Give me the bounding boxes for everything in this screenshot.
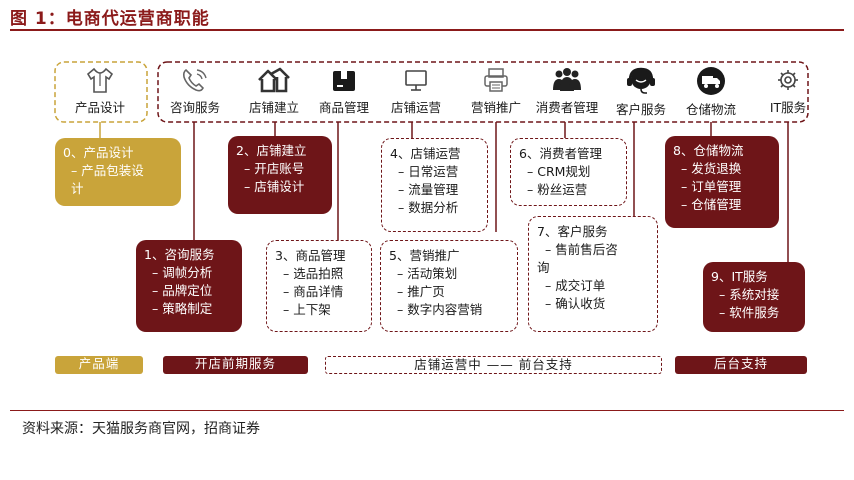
box-title: 1、咨询服务 bbox=[144, 247, 215, 262]
top-item-marketing: 营销推广 bbox=[453, 66, 539, 118]
top-item-label: 营销推广 bbox=[470, 100, 521, 115]
box-item: – 店铺设计 bbox=[244, 179, 305, 194]
box-item: – 软件服务 bbox=[719, 305, 780, 320]
box-store-setup: 2、店铺建立 – 开店账号 – 店铺设计 bbox=[228, 136, 332, 214]
top-item-label: 商品管理 bbox=[318, 100, 369, 115]
box-item: – 售前售后咨 bbox=[545, 242, 618, 257]
box-title: 5、营销推广 bbox=[389, 248, 460, 263]
band-product-side: 产品端 bbox=[55, 356, 143, 374]
tshirt-icon bbox=[86, 67, 114, 93]
box-item: – 开店账号 bbox=[244, 161, 305, 176]
top-item-consulting: 咨询服务 bbox=[152, 66, 238, 118]
top-item-label: 店铺建立 bbox=[248, 100, 299, 115]
box-item: – 商品详情 bbox=[283, 284, 344, 299]
box-item: 询 bbox=[537, 260, 550, 275]
top-item-label: 产品设计 bbox=[74, 100, 125, 115]
headset-icon bbox=[627, 67, 655, 94]
top-item-store-setup: 店铺建立 bbox=[231, 66, 317, 118]
house-icon bbox=[258, 67, 290, 93]
box-item: – 上下架 bbox=[283, 302, 331, 317]
box-title: 7、客户服务 bbox=[537, 224, 608, 239]
source-note: 资料来源：天猫服务商官网，招商证券 bbox=[22, 421, 260, 437]
box-title: 9、IT服务 bbox=[711, 269, 768, 284]
box-title: 4、店铺运营 bbox=[390, 146, 461, 161]
monitor-icon bbox=[405, 70, 427, 91]
box-warehouse-logistics: 8、仓储物流 – 发货退换 – 订单管理 – 仓储管理 bbox=[665, 136, 779, 228]
top-item-label: 消费者管理 bbox=[535, 100, 599, 115]
top-item-label: 咨询服务 bbox=[169, 100, 220, 115]
bottom-rule bbox=[10, 410, 844, 411]
box-item: – 发货退换 bbox=[681, 161, 742, 176]
top-item-product-design: 产品设计 bbox=[57, 66, 143, 118]
printer-icon bbox=[484, 68, 508, 92]
top-rule bbox=[10, 29, 844, 31]
band-front-support: 店铺运营中 —— 前台支持 bbox=[325, 356, 662, 374]
box-item: – 流量管理 bbox=[398, 182, 459, 197]
box-item: – 活动策划 bbox=[397, 266, 458, 281]
gear-icon bbox=[778, 70, 798, 90]
box-title: 0、产品设计 bbox=[63, 145, 134, 160]
truck-icon bbox=[697, 67, 725, 95]
box-item: – 仓储管理 bbox=[681, 197, 742, 212]
box-title: 2、店铺建立 bbox=[236, 143, 307, 158]
box-item: – 品牌定位 bbox=[152, 283, 213, 298]
people-icon bbox=[553, 68, 581, 91]
box-item: – 成交订单 bbox=[545, 278, 606, 293]
box-title: 6、消费者管理 bbox=[519, 146, 602, 161]
top-item-goods-management: 商品管理 bbox=[301, 66, 387, 118]
box-marketing: 5、营销推广 – 活动策划 – 推广页 – 数字内容营销 bbox=[380, 240, 518, 332]
box-item: – 调帧分析 bbox=[152, 265, 213, 280]
top-item-customer-service: 客户服务 bbox=[598, 66, 684, 118]
box-item: – 选品拍照 bbox=[283, 266, 344, 281]
box-consulting: 1、咨询服务 – 调帧分析 – 品牌定位 – 策略制定 bbox=[136, 240, 242, 332]
top-item-label: 店铺运营 bbox=[390, 100, 441, 115]
top-item-it-service: IT服务 bbox=[745, 66, 831, 118]
box-item: – 系统对接 bbox=[719, 287, 780, 302]
box-item: – 策略制定 bbox=[152, 301, 213, 316]
box-item: 计 bbox=[71, 181, 84, 196]
top-item-label: 仓储物流 bbox=[685, 102, 736, 117]
box-title: 8、仓储物流 bbox=[673, 143, 744, 158]
top-item-store-operation: 店铺运营 bbox=[373, 66, 459, 118]
box-it-service: 9、IT服务 – 系统对接 – 软件服务 bbox=[703, 262, 805, 332]
band-pre-open-services: 开店前期服务 bbox=[163, 356, 308, 374]
box-icon bbox=[333, 71, 355, 91]
top-item-label: IT服务 bbox=[769, 100, 807, 115]
top-item-label: 客户服务 bbox=[615, 102, 666, 117]
box-item: – 推广页 bbox=[397, 284, 445, 299]
phone-icon bbox=[182, 68, 207, 92]
box-item: – CRM规划 bbox=[527, 164, 591, 179]
box-customer-service: 7、客户服务 – 售前售后咨 询 – 成交订单 – 确认收货 bbox=[528, 216, 658, 332]
box-item: – 日常运营 bbox=[398, 164, 459, 179]
box-item: – 数字内容营销 bbox=[397, 302, 483, 317]
top-item-consumer-management: 消费者管理 bbox=[524, 66, 610, 118]
box-item: – 确认收货 bbox=[545, 296, 606, 311]
services-icon-frame bbox=[157, 61, 809, 123]
box-store-operation: 4、店铺运营 – 日常运营 – 流量管理 – 数据分析 bbox=[381, 138, 488, 232]
band-back-support: 后台支持 bbox=[675, 356, 807, 374]
box-item: – 订单管理 bbox=[681, 179, 742, 194]
top-item-warehouse-logistics: 仓储物流 bbox=[668, 66, 754, 118]
box-goods-management: 3、商品管理 – 选品拍照 – 商品详情 – 上下架 bbox=[266, 240, 372, 332]
box-item: – 数据分析 bbox=[398, 200, 459, 215]
box-item: – 粉丝运营 bbox=[527, 182, 588, 197]
box-item: – 产品包装设 bbox=[71, 163, 144, 178]
product-icon-frame bbox=[54, 61, 148, 123]
box-title: 3、商品管理 bbox=[275, 248, 346, 263]
box-product-design: 0、产品设计 – 产品包装设 计 bbox=[55, 138, 181, 206]
figure-title: 图 1：电商代运营商职能 bbox=[10, 9, 210, 29]
box-consumer-management: 6、消费者管理 – CRM规划 – 粉丝运营 bbox=[510, 138, 627, 206]
